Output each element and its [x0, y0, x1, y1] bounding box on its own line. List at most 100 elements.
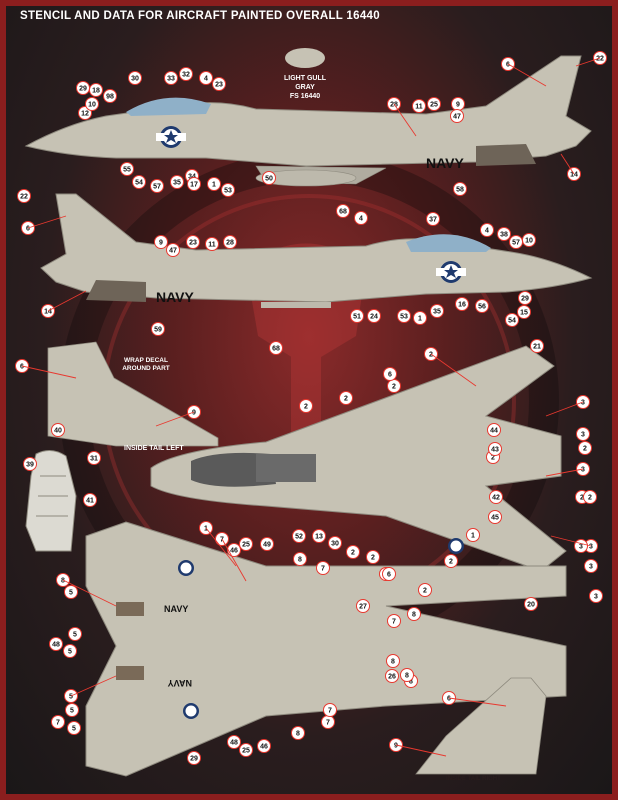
svg-text:9: 9	[192, 410, 196, 417]
callout-top_profile-24: 53	[221, 183, 235, 197]
svg-text:30: 30	[131, 76, 139, 83]
svg-text:4: 4	[359, 216, 363, 223]
leader-lines	[21, 57, 601, 757]
callout-top_view-23: 3	[574, 539, 588, 553]
svg-text:48: 48	[52, 642, 60, 649]
callout-bottom_view-33: 7	[51, 715, 65, 729]
callout-top_profile-12: 47	[450, 109, 464, 123]
svg-text:47: 47	[169, 248, 177, 255]
svg-text:45: 45	[491, 515, 499, 522]
callout-bottom_view-22: 7	[321, 715, 335, 729]
svg-text:24: 24	[370, 314, 378, 321]
callout-top_profile-27: 58	[453, 182, 467, 196]
callout-top_profile-29: 4	[354, 211, 368, 225]
callout-second_profile-6: 10	[522, 233, 536, 247]
svg-text:22: 22	[596, 56, 604, 63]
svg-text:10: 10	[88, 102, 96, 109]
callout-left_column-3: 39	[23, 457, 37, 471]
leader-line-17	[47, 290, 87, 312]
callout-second_profile-9: 11	[205, 237, 219, 251]
svg-text:7: 7	[321, 566, 325, 573]
callout-bottom_view-30: 48	[227, 735, 241, 749]
svg-text:23: 23	[215, 82, 223, 89]
leader-line-0	[430, 353, 477, 387]
leader-line-12	[62, 579, 117, 607]
svg-text:9: 9	[159, 240, 163, 247]
leader-line-14	[448, 697, 507, 707]
callout-top_profile-10: 25	[427, 97, 441, 111]
callout-bottom_view-14: 5	[64, 585, 78, 599]
callout-top_view-3: 2	[299, 399, 313, 413]
callout-bottom_view-10: 8	[293, 552, 307, 566]
svg-text:52: 52	[295, 534, 303, 541]
svg-text:1: 1	[204, 526, 208, 533]
callout-top_profile-19: 57	[150, 179, 164, 193]
callout-top_profile-11: 9	[451, 97, 465, 111]
callout-second_profile-10: 28	[223, 235, 237, 249]
callout-left_column-5: 41	[83, 493, 97, 507]
callout-top_profile-7: 23	[212, 77, 226, 91]
svg-text:2: 2	[583, 446, 587, 453]
svg-text:53: 53	[224, 188, 232, 195]
svg-text:8: 8	[61, 578, 65, 585]
callout-bottom_view-26: 7	[323, 703, 337, 717]
svg-text:15: 15	[520, 310, 528, 317]
svg-text:28: 28	[390, 102, 398, 109]
svg-text:46: 46	[260, 744, 268, 751]
color-swatch: LIGHT GULL GRAY FS 16440	[284, 48, 327, 100]
svg-text:1: 1	[471, 533, 475, 540]
callout-bottom_view-28: 7	[387, 614, 401, 628]
svg-text:7: 7	[220, 537, 224, 544]
svg-text:2: 2	[449, 559, 453, 566]
svg-text:34: 34	[188, 174, 196, 181]
svg-text:3: 3	[594, 594, 598, 601]
svg-text:20: 20	[527, 602, 535, 609]
callout-bottom_view-34: 26	[385, 669, 399, 683]
callout-top_view-11: 43	[488, 442, 502, 456]
callout-top_view-20: 2	[444, 554, 458, 568]
callout-second_profile-8: 23	[186, 235, 200, 249]
svg-text:4: 4	[204, 76, 208, 83]
svg-text:1: 1	[212, 182, 216, 189]
svg-text:5: 5	[73, 632, 77, 639]
svg-text:6: 6	[388, 372, 392, 379]
svg-text:42: 42	[492, 495, 500, 502]
svg-text:5: 5	[72, 726, 76, 733]
callout-top_profile-23: 1	[207, 177, 221, 191]
leader-line-4	[21, 365, 77, 379]
callout-second_profile-22: 15	[517, 305, 531, 319]
navy-marking-bottom: NAVY	[164, 604, 188, 614]
svg-text:14: 14	[570, 172, 578, 179]
svg-text:35: 35	[433, 309, 441, 316]
callout-top_view-12: 2	[578, 441, 592, 455]
callout-bottom_view-23: 27	[356, 599, 370, 613]
tail-inside-right: INSIDE TAIL RIGHT	[415, 677, 547, 782]
callout-top_view-14: 42	[489, 490, 503, 504]
svg-text:55: 55	[123, 167, 131, 174]
callout-bottom_view-35: 8	[400, 668, 414, 682]
tail-inside-left: INSIDE TAIL LEFT WRAP DECAL AROUND PART	[47, 341, 219, 452]
svg-text:2: 2	[588, 495, 592, 502]
svg-text:27: 27	[359, 604, 367, 611]
wrap-note-line1: WRAP DECAL	[124, 357, 168, 364]
svg-text:8: 8	[412, 612, 416, 619]
callout-top_view-25: 20	[524, 597, 538, 611]
callout-bottom_view-9: 2	[366, 550, 380, 564]
callout-left_column-4: 31	[87, 451, 101, 465]
callout-second_profile-24: 68	[269, 341, 283, 355]
leader-line-1	[545, 401, 584, 417]
callout-top_view-2: 2	[339, 391, 353, 405]
svg-text:46: 46	[230, 548, 238, 555]
callout-top_view-24: 2	[418, 583, 432, 597]
svg-text:13: 13	[315, 534, 323, 541]
callout-second_profile-7: 9	[154, 235, 168, 249]
svg-text:29: 29	[79, 86, 87, 93]
leader-line-11	[221, 538, 247, 582]
inside-tail-left-label: INSIDE TAIL LEFT	[124, 445, 184, 452]
svg-text:5: 5	[69, 590, 73, 597]
ejection-seat	[25, 450, 77, 552]
callout-top_profile-15: 98	[103, 89, 117, 103]
inside-tail-right-label: INSIDE TAIL RIGHT	[446, 776, 501, 782]
svg-text:22: 22	[20, 194, 28, 201]
callout-top_profile-9: 11	[412, 99, 426, 113]
